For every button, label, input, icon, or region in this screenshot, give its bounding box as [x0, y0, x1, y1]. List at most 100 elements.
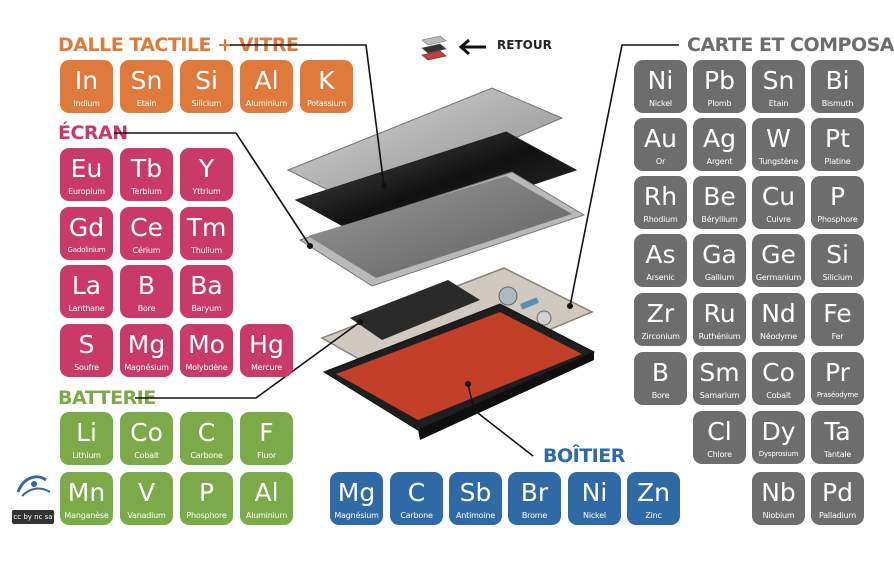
element-name: Mercure	[250, 363, 283, 372]
element-symbol: Pd	[822, 478, 853, 507]
group-title-carte: CARTE ET COMPOSANTS	[687, 34, 894, 56]
element-name: Gadolinium	[67, 246, 106, 254]
element-symbol: Ge	[761, 240, 796, 269]
element-symbol: Y	[198, 154, 215, 183]
element-symbol: Dy	[761, 417, 796, 446]
element-symbol: K	[318, 66, 335, 95]
element-name: Silicium	[822, 273, 853, 282]
element-name: Lanthane	[68, 304, 105, 313]
element-symbol: Ce	[130, 213, 163, 242]
element-symbol: Tm	[186, 213, 227, 242]
element-symbol: Mo	[188, 330, 225, 359]
arrow-left-icon	[458, 39, 486, 55]
element-symbol: Al	[254, 478, 279, 507]
element-name: Dysprosium	[758, 450, 799, 458]
back-button[interactable]: RETOUR	[418, 30, 552, 66]
group-title-ecran: ÉCRAN	[58, 122, 128, 144]
element-symbol: Si	[195, 66, 218, 95]
creative-commons-icon: cc by nc sa	[12, 510, 54, 524]
element-name: Carbone	[400, 511, 433, 520]
element-name: Samarium	[699, 391, 740, 400]
element-name: Platine	[824, 157, 851, 166]
element-symbol: V	[137, 478, 156, 507]
element-symbol: Li	[76, 418, 97, 447]
screen-panel	[308, 176, 572, 278]
element-name: Brome	[521, 511, 548, 520]
element-symbol: Si	[826, 240, 849, 269]
element-name: Antimoine	[455, 511, 495, 520]
element-name: Lithium	[72, 451, 101, 460]
element-name: Tungstène	[758, 157, 799, 166]
element-name: Rhodium	[643, 215, 678, 224]
element-symbol: Sb	[459, 478, 492, 507]
element-symbol: Nb	[761, 478, 796, 507]
element-symbol: As	[645, 240, 676, 269]
element-symbol: Ni	[581, 478, 608, 507]
element-name: Fluor	[256, 451, 277, 460]
element-symbol: Co	[130, 418, 163, 447]
element-name: Palladium	[818, 511, 857, 520]
element-symbol: Au	[644, 124, 677, 153]
back-case-inner	[336, 312, 582, 420]
element-symbol: F	[259, 418, 274, 447]
element-name: Aluminium	[245, 511, 288, 520]
element-symbol: Nd	[761, 299, 796, 328]
element-name: Nickel	[649, 99, 672, 108]
element-symbol: Pt	[825, 124, 850, 153]
element-name: Yttrium	[192, 187, 221, 196]
element-tile-ecran: Y Yttrium	[180, 148, 233, 201]
element-symbol: Rh	[643, 182, 678, 211]
element-symbol: Co	[762, 358, 795, 387]
element-symbol: In	[74, 66, 99, 95]
element-symbol: Be	[703, 182, 736, 211]
element-name: Argent	[706, 157, 733, 166]
element-name: Etain	[136, 99, 157, 108]
element-name: Plomb	[707, 99, 732, 108]
element-symbol: Mg	[337, 478, 376, 507]
element-symbol: Zr	[646, 299, 675, 328]
element-tile-batterie: F Fluor	[240, 412, 293, 465]
element-name: Arsenic	[646, 273, 675, 282]
element-symbol: Bi	[825, 66, 850, 95]
element-symbol: Pb	[704, 66, 735, 95]
element-symbol: Sn	[762, 66, 795, 95]
element-symbol: Zn	[637, 478, 670, 507]
element-name: Cobalt	[134, 451, 159, 460]
group-title-dalle: DALLE TACTILE + VITRE	[58, 34, 299, 56]
element-name: Europium	[68, 187, 105, 196]
element-symbol: P	[198, 478, 215, 507]
element-name: Zinc	[645, 511, 662, 520]
element-name: Cobalt	[766, 391, 791, 400]
element-name: Baryum	[191, 304, 222, 313]
element-symbol: Cl	[707, 417, 732, 446]
element-symbol: Ag	[703, 124, 736, 153]
back-label: RETOUR	[497, 38, 552, 52]
element-name: Indium	[73, 99, 100, 108]
element-name: Terbium	[131, 187, 162, 196]
